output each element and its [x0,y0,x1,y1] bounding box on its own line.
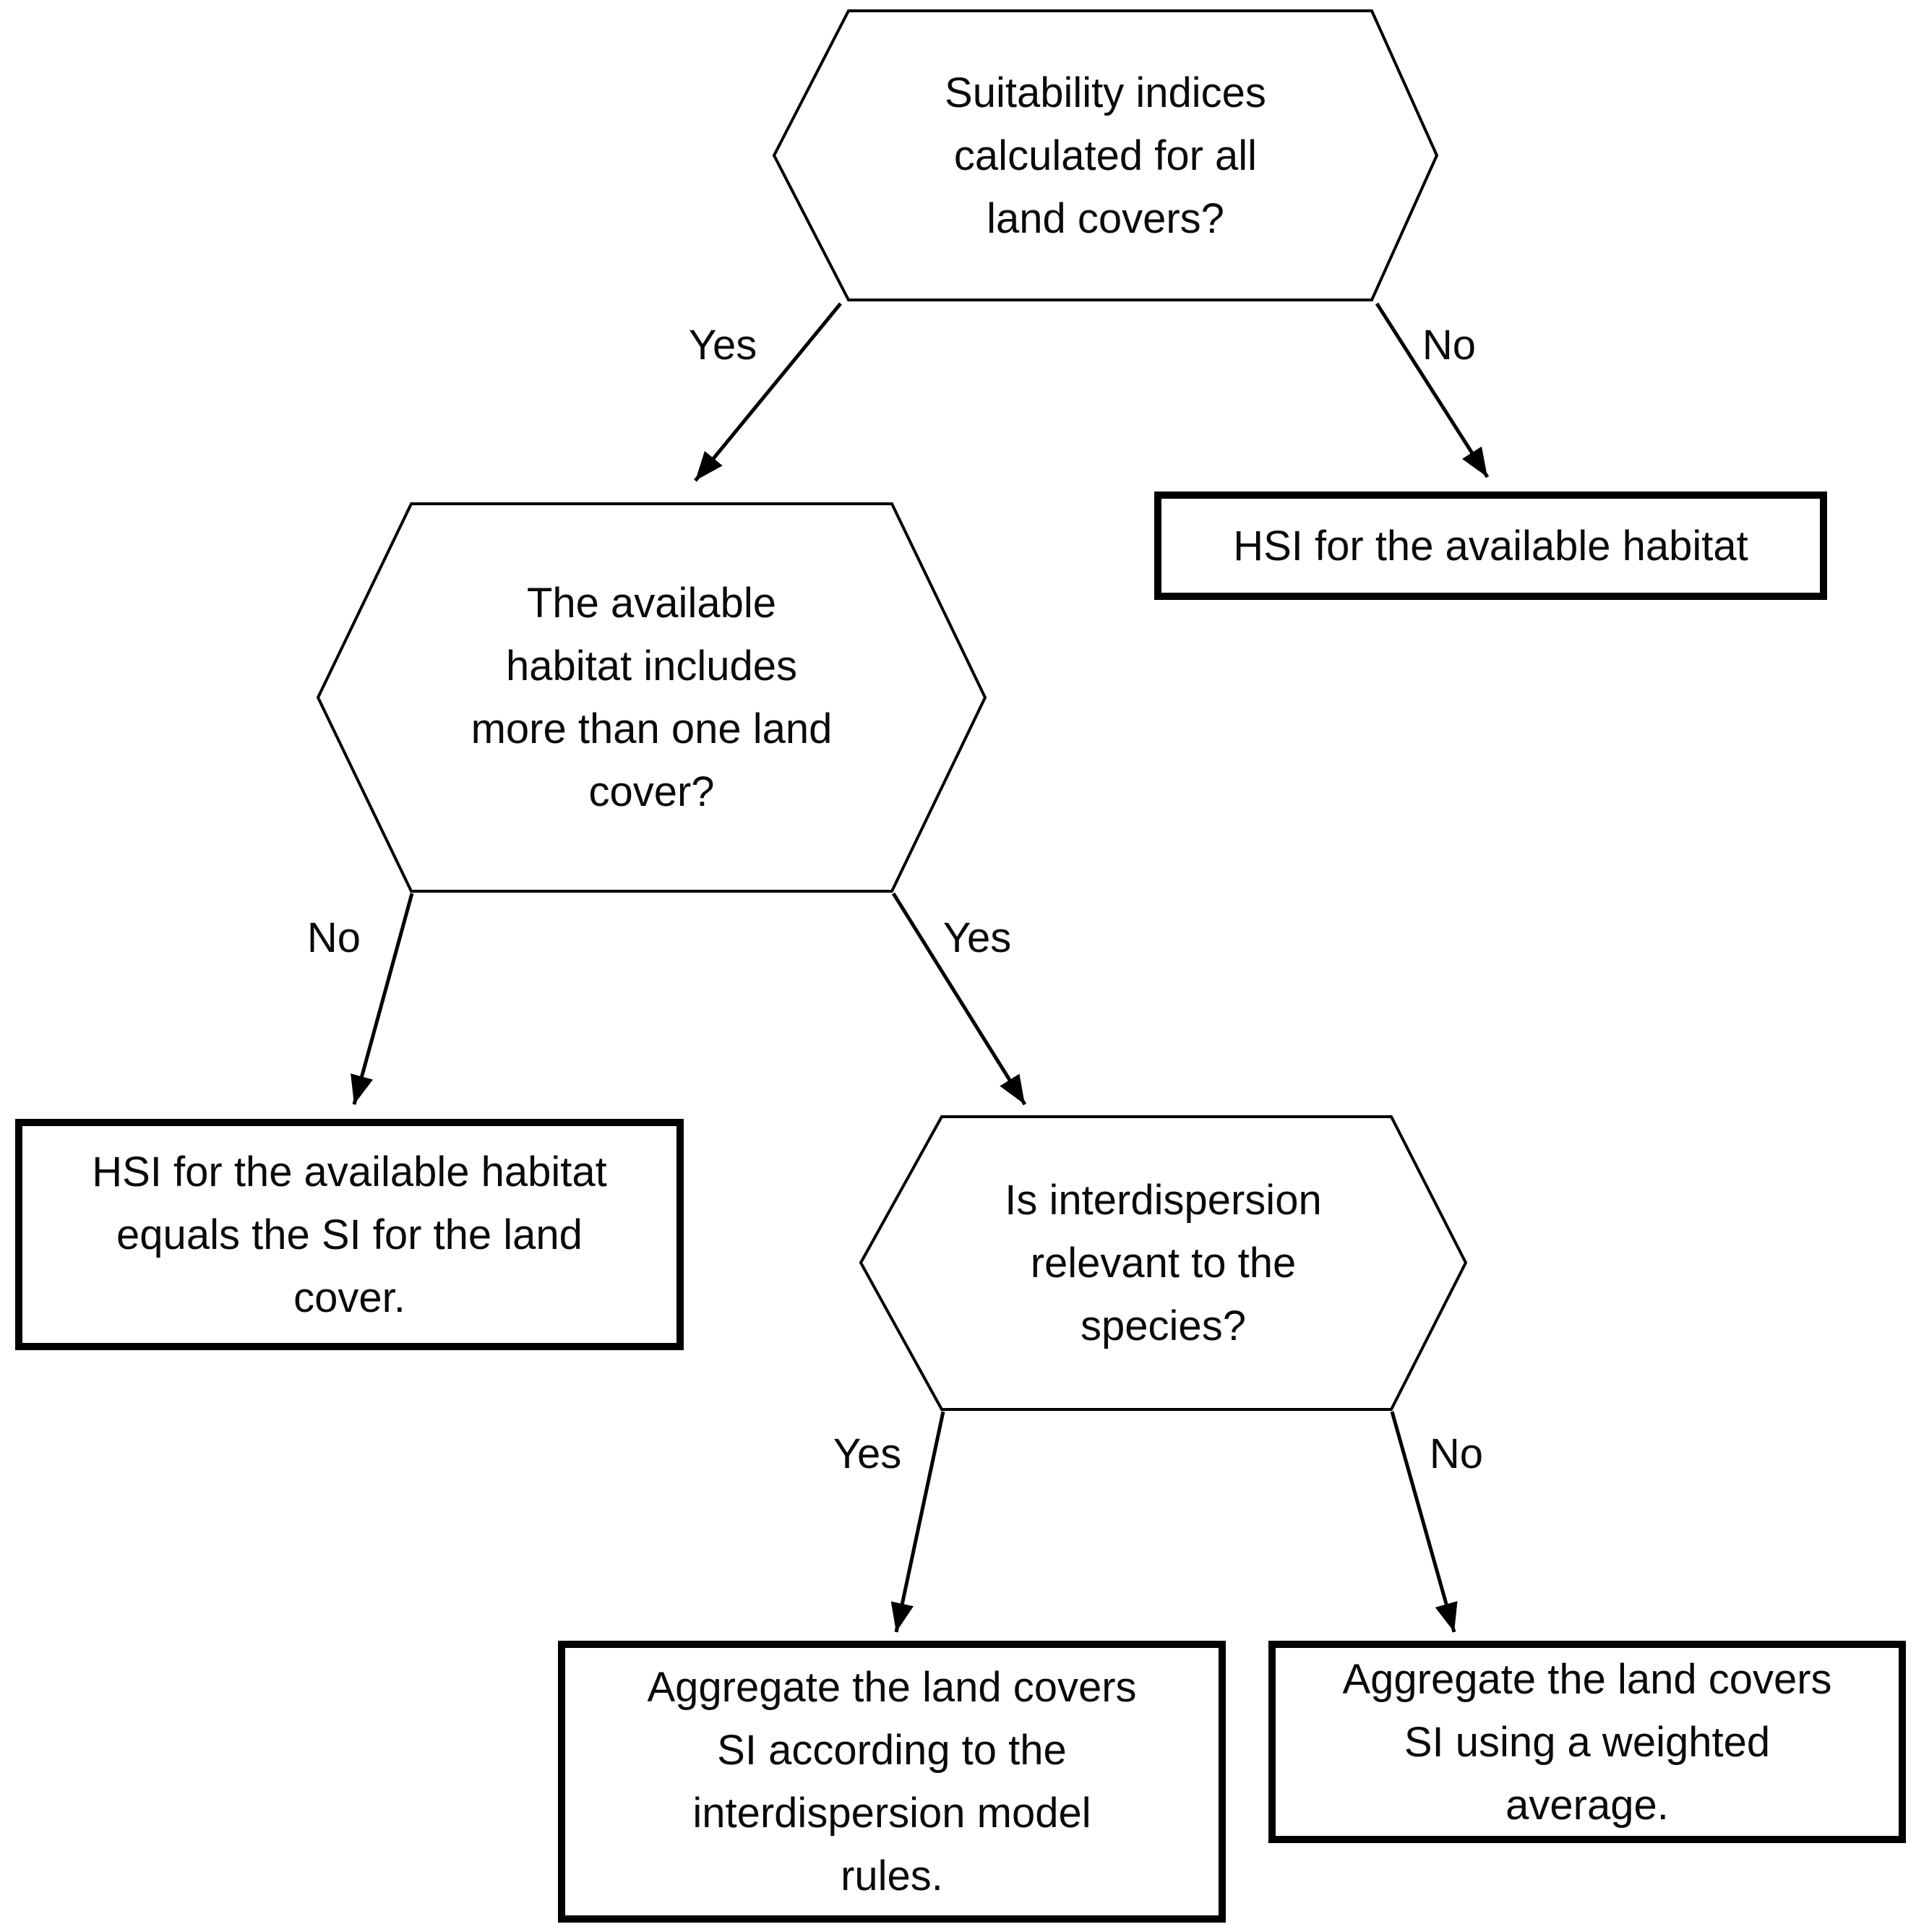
edge-q3-yes-arrow [890,1411,945,1633]
result-hsi-available-habitat-box [1154,491,1827,600]
edge-q1-no-arrow [1375,302,1490,478]
result-hsi-equals-si-box [15,1119,684,1350]
result-aggregate-interdispersion-box [558,1641,1226,1923]
decision-multiple-land-covers-hexagon [316,502,987,893]
edge-q3-no-arrow [1390,1411,1458,1633]
decision-interdispersion-hexagon [859,1115,1468,1411]
edge-q1-yes-arrow [694,302,842,482]
edge-q2-no-arrow [351,893,414,1105]
decision-suitability-indices-hexagon [772,9,1439,301]
result-aggregate-weighted-average-box [1268,1641,1906,1843]
edge-q2-yes-arrow [891,892,1027,1106]
